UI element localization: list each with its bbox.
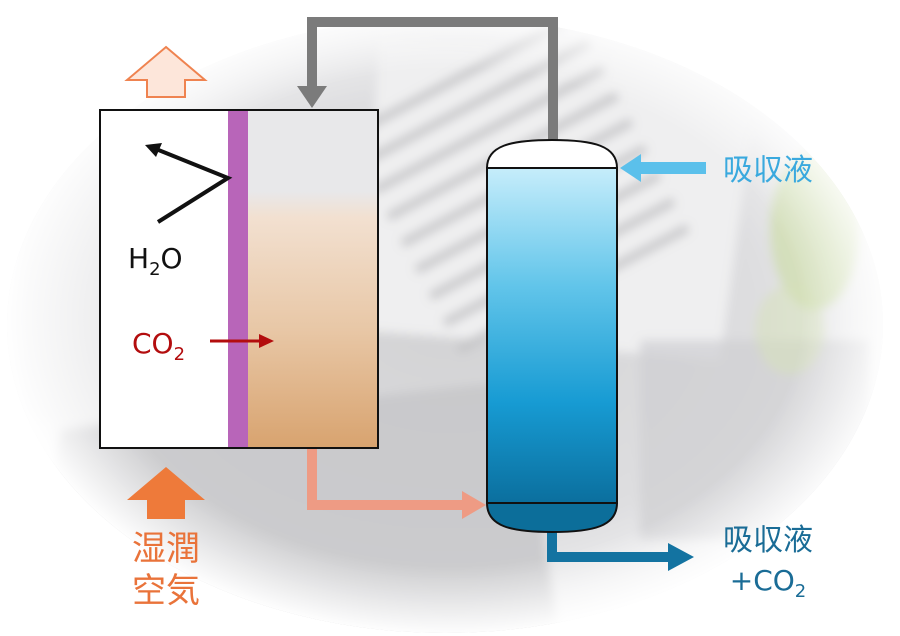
membrane [228,110,248,448]
return-pipe [297,17,558,142]
right-arrow-icon [210,334,274,348]
membrane-module: H2O CO2 [99,109,379,449]
absorption-column [485,138,619,534]
h2o-label: H2O [128,242,183,280]
permeate-pipe [307,448,486,519]
up-arrow-icon [127,467,205,519]
up-arrow-outline-icon [124,45,208,98]
absorbent-outlet-label-line1: 吸収液 [723,523,813,558]
column-bottom-head [485,502,619,534]
bounce-arrow-icon [145,143,233,224]
absorbent-outlet-label-line2: +CO2 [730,564,807,602]
inlet-air-label-line2: 空気 [132,571,200,611]
feed-side-chamber [100,110,228,448]
permeate-side-chamber [248,110,378,448]
absorbent-outlet-pipe [547,530,694,571]
inlet-air-label-line1: 湿潤 [132,529,200,569]
column-top-head [485,138,619,169]
absorbent-inlet-arrow [620,154,706,182]
absorbent-inlet-label: 吸収液 [723,153,813,188]
module-outline [99,109,379,449]
co2-label: CO2 [132,327,185,365]
column-body [486,167,618,504]
